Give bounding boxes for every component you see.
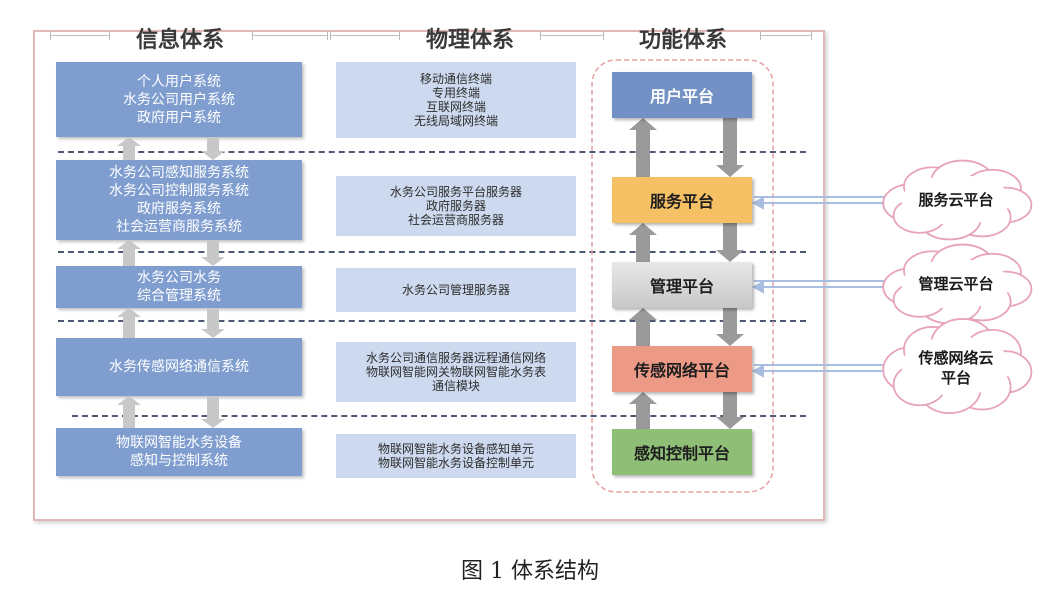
down-arrow [201,308,225,338]
up-arrow [117,240,141,266]
physical-box-communication: 水务公司通信服务器远程通信网络物联网智能网关物联网智能水务表通信模块 [336,342,576,402]
header-physical-system: 物理体系 [425,28,514,53]
down-arrow [201,396,225,428]
box-line: 水务公司感知服务系统 [109,165,249,181]
platform-management: 管理平台 [612,262,752,308]
box-line: 水务公司控制服务系统 [109,183,249,199]
layer-separator [58,151,806,153]
platform-sensing-control: 感知控制平台 [612,429,752,475]
up-arrow [629,392,657,429]
box-line: 通信模块 [431,379,480,393]
box-line: 水务公司通信服务器远程通信网络 [365,351,546,365]
cloud-service-label: 服务云平台 [918,191,994,209]
up-arrow [117,308,141,338]
info-box-network-system: 水务传感网络通信系统 [56,338,302,396]
link-arrowhead [751,280,764,294]
header-line [252,31,328,40]
box-line: 物联网智能网关物联网智能水务表 [365,365,546,379]
header-line [540,31,604,40]
header-line [330,31,400,40]
box-line: 水务公司水务 [137,270,221,286]
up-arrow [629,118,657,177]
down-arrow [716,308,744,346]
cloud-management-label: 管理云平台 [918,275,994,293]
info-box-management-system: 水务公司水务综合管理系统 [56,266,302,308]
header-line [760,31,812,40]
down-arrow [201,137,225,160]
up-arrow [629,223,657,262]
cloud-shape [882,159,1033,241]
box-line: 移动通信终端 [419,72,492,86]
physical-box-servers: 水务公司服务平台服务器政府服务器社会运营商服务器 [336,176,576,236]
box-line: 互联网终端 [425,100,486,114]
down-arrow [716,392,744,429]
box-line: 个人用户系统 [137,73,221,90]
box-line: 无线局域网终端 [413,114,498,128]
header-function-system: 功能体系 [638,28,727,53]
cloud-shape [882,243,1033,325]
platform-service: 服务平台 [612,177,752,223]
box-line: 水务公司服务平台服务器 [389,185,522,199]
box-line: 社会运营商服务系统 [116,219,242,235]
box-line: 政府服务器 [425,199,486,213]
info-box-device-system: 物联网智能水务设备感知与控制系统 [56,428,302,476]
box-line: 水务公司管理服务器 [401,283,510,297]
box-line: 物联网智能水务设备 [116,435,242,451]
box-line: 社会运营商服务器 [407,213,504,227]
box-line: 综合管理系统 [137,288,221,304]
layer-separator [58,320,806,322]
link-arrowhead [751,196,764,210]
box-line: 物联网智能水务设备控制单元 [377,456,534,470]
link-arrowhead [751,364,764,378]
box-line: 政府用户系统 [137,109,221,126]
box-line: 感知与控制系统 [130,453,228,469]
platform-sensor-network: 传感网络平台 [612,346,752,392]
up-arrow [117,396,141,428]
physical-box-management-server: 水务公司管理服务器 [336,268,576,312]
box-line: 水务公司用户系统 [123,91,235,108]
cloud-sensor-label: 传感网络云平台 [918,349,994,387]
figure-caption: 图 1 体系结构 [461,559,599,584]
physical-box-terminals: 移动通信终端专用终端互联网终端无线局域网终端 [336,62,576,138]
header-line [50,31,110,40]
down-arrow [716,118,744,177]
box-line: 水务传感网络通信系统 [109,359,249,375]
layer-separator [58,251,806,253]
box-line: 物联网智能水务设备感知单元 [377,442,534,456]
info-box-user-systems: 个人用户系统水务公司用户系统政府用户系统 [56,62,302,137]
layer-separator [72,415,806,417]
box-line: 政府服务系统 [137,201,221,217]
up-arrow [117,137,141,160]
up-arrow [629,308,657,346]
physical-box-device-units: 物联网智能水务设备感知单元物联网智能水务设备控制单元 [336,434,576,478]
platform-user: 用户平台 [612,72,752,118]
cloud-shape [882,318,1033,414]
down-arrow [716,223,744,262]
info-box-service-systems: 水务公司感知服务系统水务公司控制服务系统政府服务系统社会运营商服务系统 [56,160,302,240]
header-info-system: 信息体系 [135,28,224,53]
function-container [591,59,774,493]
down-arrow [201,240,225,266]
box-line: 专用终端 [431,86,480,100]
